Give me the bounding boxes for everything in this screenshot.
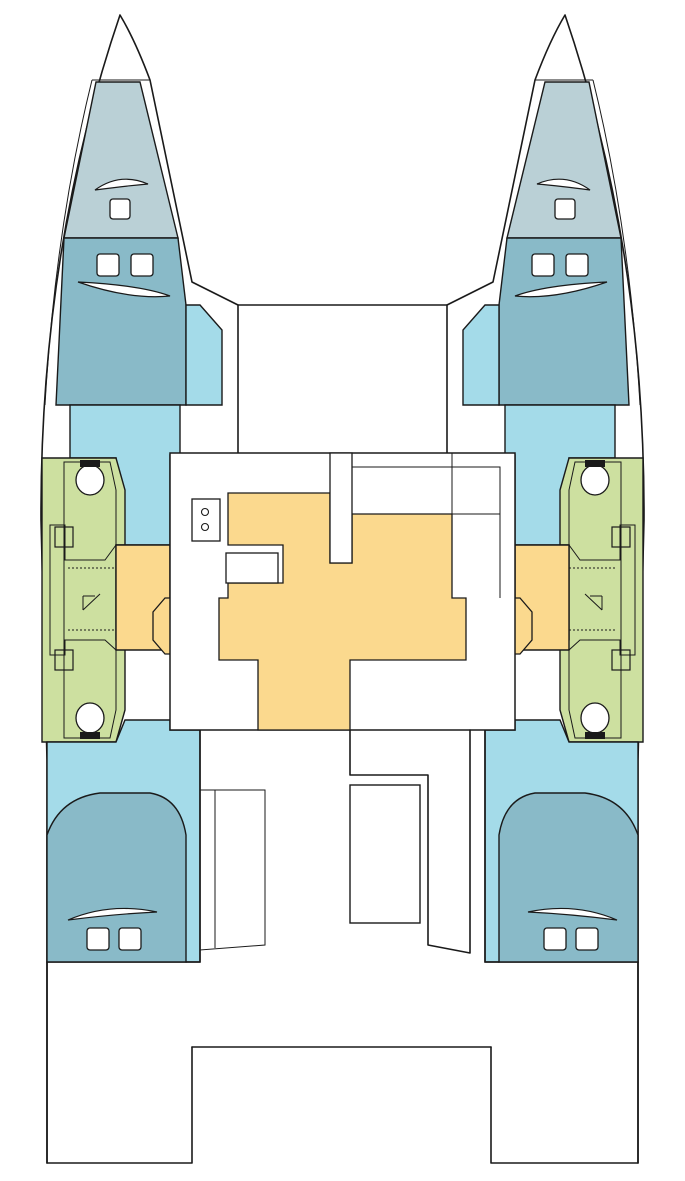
saloon-settee	[352, 453, 501, 598]
port-forepeak-pillow-icon	[109, 198, 131, 220]
starboard-toilet-forward-icon	[580, 460, 610, 496]
cockpit-divider	[349, 729, 471, 954]
port-shower-icon	[68, 567, 116, 631]
starboard-shower-icon	[569, 567, 617, 631]
port-forward-corridor	[185, 304, 223, 406]
port-forward-pillow-left-icon	[96, 253, 120, 277]
starboard-forward-corridor	[462, 304, 500, 406]
starboard-forward-cabin	[498, 237, 630, 406]
port-hull-inner-line	[44, 79, 93, 406]
galley-stove-burner-bottom-icon	[200, 522, 210, 532]
starboard-aft-cabin	[498, 792, 639, 963]
port-locker	[199, 789, 266, 951]
port-forward-pillow-right-icon	[130, 253, 154, 277]
galley-sink-icon	[225, 552, 279, 584]
starboard-forward-pillow-right-icon	[565, 253, 589, 277]
galley	[191, 498, 279, 584]
cockpit-table	[349, 784, 421, 924]
starboard-aft-deck-outline	[484, 729, 639, 1164]
starboard-forward-pillow-left-icon	[531, 253, 555, 277]
port-aft-cabin	[46, 792, 187, 963]
port-sink-lower-icon	[54, 649, 74, 671]
port-bow-berth-icon	[94, 178, 149, 191]
starboard-forward-berth-icon	[514, 281, 608, 298]
starboard-bow-berth-icon	[536, 178, 591, 191]
starboard-toilet-aft-icon	[580, 702, 610, 739]
starboard-aft-pillow-right-icon	[575, 927, 599, 951]
saloon-pillar	[329, 452, 353, 564]
port-head-inner	[49, 461, 117, 739]
port-aft-pillow-left-icon	[86, 927, 110, 951]
saloon	[169, 304, 516, 1048]
starboard-hull-inner-line	[592, 79, 641, 406]
starboard-head-inner	[568, 461, 636, 739]
starboard-aft-pillow-left-icon	[543, 927, 567, 951]
galley-stove-burner-top-icon	[200, 507, 210, 517]
port-toilet-forward-icon	[75, 460, 105, 496]
starboard-sink-upper-icon	[611, 526, 631, 548]
starboard-sink-lower-icon	[611, 649, 631, 671]
port-aft-berth-icon	[67, 907, 158, 921]
port-hull	[40, 14, 266, 1164]
port-sink-upper-icon	[54, 526, 74, 548]
starboard-forepeak-pillow-icon	[554, 198, 576, 220]
starboard-hull	[446, 14, 645, 1164]
port-forward-berth-icon	[77, 281, 171, 298]
port-forward-cabin	[55, 237, 187, 406]
starboard-aft-berth-icon	[527, 907, 618, 921]
port-toilet-aft-icon	[75, 702, 105, 739]
port-aft-pillow-right-icon	[118, 927, 142, 951]
